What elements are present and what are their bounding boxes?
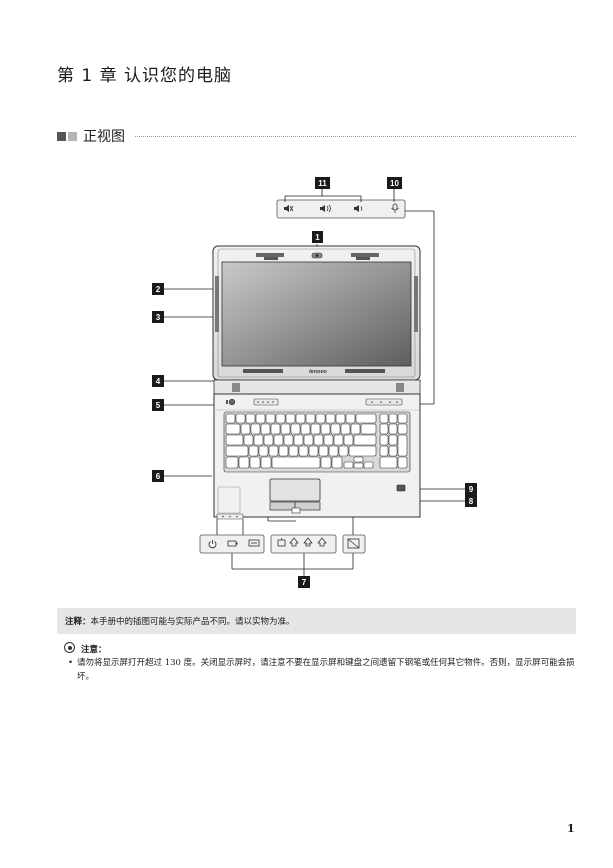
note-text: 注释：本手册中的插图可能与实际产品不同。请以实物为准。: [65, 615, 295, 627]
power-button: [228, 398, 236, 406]
callout-9: 9: [465, 483, 477, 495]
page-number: 1: [567, 822, 575, 835]
touchpad: [269, 478, 321, 514]
top-indicator-panel: [276, 199, 406, 219]
section-marker-dark: [57, 132, 66, 141]
brand-logo: lenovo: [309, 369, 327, 375]
section-header: 正视图: [57, 126, 576, 146]
attention-text: 请勿将显示屏打开超过 130 度。关闭显示屏时，请注意不要在显示屏和键盘之间遗留…: [77, 658, 575, 682]
chapter-title: 第 1 章 认识您的电脑: [57, 66, 233, 86]
num-lock-icon: [303, 537, 313, 547]
laptop-base: [213, 393, 421, 520]
callout-7: 7: [298, 576, 310, 588]
battery-icon: [227, 540, 238, 547]
bottom-mid-indicator-panel: [270, 534, 337, 554]
section-marker-light: [68, 132, 77, 141]
callout-5: 5: [152, 399, 164, 411]
svg-text:5: 5: [156, 401, 161, 410]
svg-text:10: 10: [390, 179, 399, 188]
callout-4: 4: [152, 375, 164, 387]
power-icon: [208, 540, 217, 549]
laptop-hinge: [213, 379, 421, 395]
attention-heading: 注意：: [64, 642, 107, 655]
callout-8: 8: [465, 495, 477, 507]
attention-body: • 请勿将显示屏打开超过 130 度。关闭显示屏时，请注意不要在显示屏和键盘之间…: [68, 656, 582, 684]
attention-title: 注意：: [81, 645, 107, 655]
callout-3: 3: [152, 311, 164, 323]
bottom-right-indicator-panel: [342, 534, 366, 554]
svg-text:9: 9: [469, 485, 474, 494]
callout-1: 1: [312, 231, 323, 243]
svg-text:1: 1: [315, 233, 320, 242]
section-dotted-rule: [135, 136, 576, 137]
svg-text:3: 3: [156, 313, 161, 322]
svg-text:4: 4: [156, 377, 161, 386]
callout-10: 10: [387, 177, 402, 189]
svg-text:2: 2: [156, 285, 161, 294]
fingerprint-reader: [396, 484, 406, 492]
svg-text:11: 11: [318, 179, 327, 188]
callout-2: 2: [152, 283, 164, 295]
media-indicator-strip: [365, 398, 403, 406]
callout-6: 6: [152, 470, 164, 482]
svg-text:8: 8: [469, 497, 474, 506]
volume-up-icon: [320, 204, 331, 213]
microphone-mute-icon: [391, 203, 399, 213]
svg-text:7: 7: [302, 578, 307, 587]
caps-lock-icon: [289, 537, 299, 547]
volume-down-icon: [354, 205, 363, 212]
keyboard: [223, 411, 411, 473]
callout-11: 11: [315, 177, 330, 189]
attention-bullet: •: [68, 658, 74, 668]
note-body: 本手册中的插图可能与实际产品不同。请以实物为准。: [90, 617, 295, 627]
note-box: 注释：本手册中的插图可能与实际产品不同。请以实物为准。: [57, 608, 576, 634]
keyboard-indicator-strip: [253, 398, 279, 406]
wireless-icon: [277, 538, 286, 547]
bottom-left-indicator-panel: [199, 534, 265, 554]
note-label: 注释：: [65, 617, 91, 627]
camera-icon: [311, 252, 323, 259]
front-indicator-strip: [216, 513, 244, 520]
attention-icon: [64, 642, 75, 653]
hdd-activity-icon: [248, 539, 260, 547]
svg-text:6: 6: [156, 472, 161, 481]
touchpad-icon: [347, 538, 360, 549]
laptop-lid: lenovo: [212, 245, 421, 381]
section-title: 正视图: [83, 129, 125, 145]
mute-icon: [284, 205, 294, 212]
scroll-lock-icon: [317, 537, 327, 547]
